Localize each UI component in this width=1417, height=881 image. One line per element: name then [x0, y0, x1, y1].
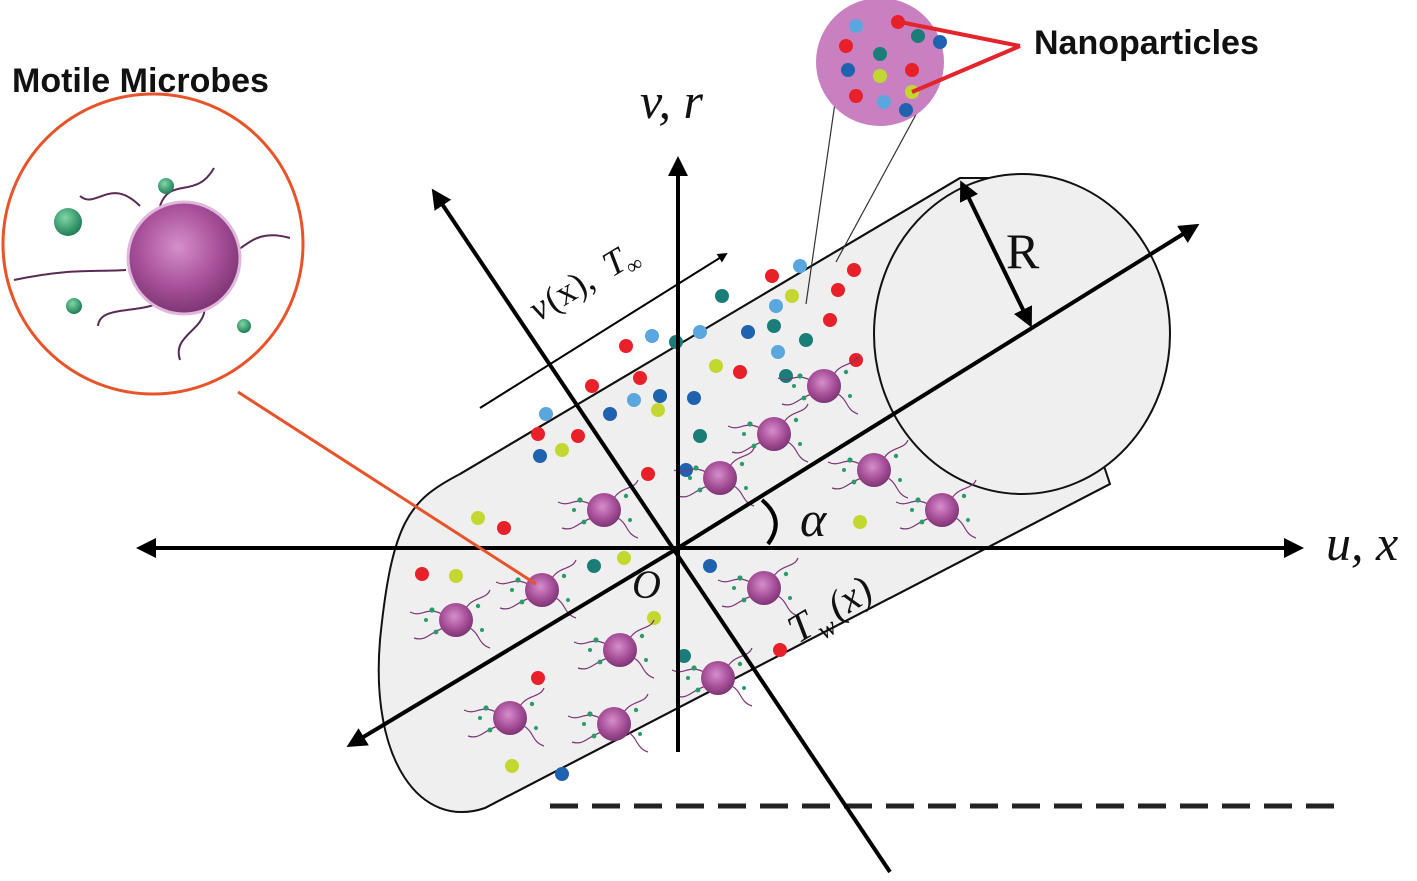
zoom-nanoparticle	[905, 63, 919, 77]
cylinder-axis-positive	[676, 223, 1200, 550]
nanoparticle-cloud	[415, 259, 867, 781]
nanoparticle	[733, 365, 747, 379]
nanoparticle	[497, 521, 511, 535]
nanoparticle	[799, 333, 813, 347]
zoom-nanoparticle	[839, 39, 853, 53]
normal-axis	[431, 188, 892, 874]
nanoparticle	[633, 371, 647, 385]
nanoparticle	[793, 259, 807, 273]
zoom-nanoparticle	[841, 63, 855, 77]
label-horizontal-axis: u, x	[1326, 515, 1398, 571]
zoom-nanoparticle	[911, 29, 925, 43]
label-nanoparticles: Nanoparticles	[1034, 24, 1259, 62]
nanoparticles-pointer-1	[899, 20, 1021, 48]
nanoparticle	[765, 269, 779, 283]
label-origin: O	[632, 562, 661, 607]
nanoparticle	[831, 283, 845, 297]
nanoparticle	[641, 467, 655, 481]
nanoparticle	[415, 567, 429, 581]
label-radius: R	[1006, 223, 1040, 279]
nanoparticle	[693, 325, 707, 339]
zoom-nanoparticle	[899, 103, 913, 117]
nanoparticle	[555, 443, 569, 457]
nanoparticle	[677, 649, 691, 663]
radius-arrow	[959, 180, 1033, 328]
flow-arrow	[479, 252, 728, 409]
nanoparticle	[679, 463, 693, 477]
microbe-zoom	[13, 167, 291, 361]
nanoparticle	[645, 329, 659, 343]
nanoparticle	[703, 559, 717, 573]
label-angle: α	[800, 491, 828, 547]
nanoparticle	[715, 289, 729, 303]
nanoparticle	[823, 313, 837, 327]
zoom-line-right	[835, 95, 927, 263]
nanoparticle	[779, 369, 793, 383]
nanoparticle	[767, 319, 781, 333]
nanoparticle	[741, 325, 755, 339]
nanoparticle	[539, 407, 553, 421]
angle-arc	[760, 498, 778, 546]
microbes-callout-line	[237, 390, 537, 586]
zoom-nanoparticle	[849, 19, 863, 33]
zoom-nanoparticle	[891, 15, 905, 29]
nanoparticles-pointer-2	[911, 44, 1021, 94]
zoom-line-left	[805, 95, 837, 305]
nanoparticle	[617, 551, 631, 565]
nanoparticle	[555, 767, 569, 781]
nanoparticle	[587, 559, 601, 573]
nanoparticles-zoom	[839, 15, 947, 117]
nanoparticles-callout: Nanoparticles	[805, 0, 1259, 305]
cylinder-axis-negative	[346, 546, 680, 748]
label-vertical-axis: v, r	[640, 73, 703, 129]
nanoparticle	[647, 611, 661, 625]
microbes-callout: Motile Microbes	[1, 62, 537, 586]
zoom-nanoparticle	[849, 89, 863, 103]
nanoparticle	[505, 759, 519, 773]
nanoparticle	[709, 359, 723, 373]
nanoparticle	[449, 569, 463, 583]
nanoparticle	[693, 429, 707, 443]
nanoparticle	[785, 289, 799, 303]
nanoparticle	[653, 389, 667, 403]
nanoparticle	[769, 299, 783, 313]
nanoparticle	[847, 263, 861, 277]
nanoparticle	[531, 427, 545, 441]
nanoparticle	[773, 643, 787, 657]
nanoparticle	[771, 345, 785, 359]
nanoparticle	[531, 671, 545, 685]
nanoparticle	[533, 449, 547, 463]
nanoparticle	[585, 379, 599, 393]
nanoparticle	[687, 391, 701, 405]
nanoparticle	[651, 403, 665, 417]
zoom-nanoparticle	[873, 69, 887, 83]
zoom-nanoparticle	[877, 95, 891, 109]
nanoparticle	[471, 511, 485, 525]
zoom-nanoparticle	[933, 35, 947, 49]
nanoparticle	[627, 393, 641, 407]
nanoparticle	[619, 339, 633, 353]
nanoparticle	[853, 515, 867, 529]
axes	[136, 156, 1304, 874]
zoom-nanoparticle	[873, 47, 887, 61]
nanoparticle	[571, 429, 585, 443]
nanoparticle	[603, 407, 617, 421]
label-velocity-temperature: v (x), T ∞	[522, 238, 648, 328]
